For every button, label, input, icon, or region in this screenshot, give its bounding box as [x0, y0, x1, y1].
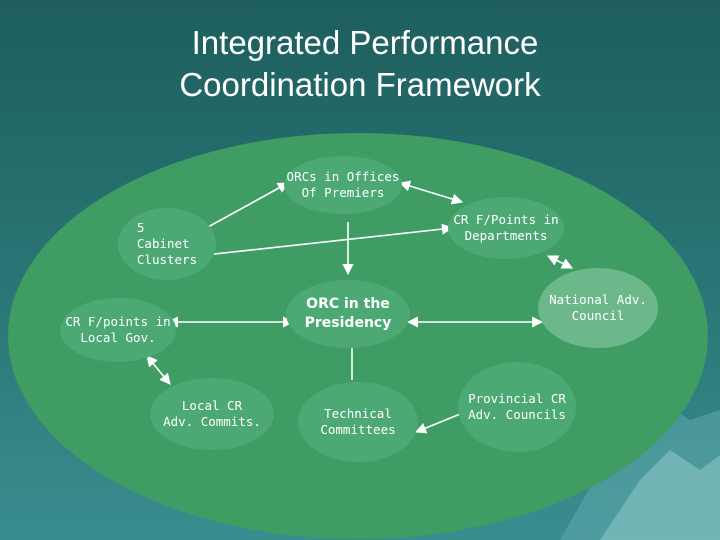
node-label: 5	[136, 220, 145, 235]
node-label: Cabinet	[136, 236, 190, 251]
node-label: Clusters	[136, 252, 198, 267]
node-label: Adv. Councils	[468, 407, 566, 422]
title-line-1: Integrated Performance	[191, 24, 539, 61]
link-departments-clusters	[194, 223, 454, 261]
node-label: Committees	[320, 422, 396, 437]
node-label: Of Premiers	[301, 185, 385, 200]
link-orcs-departments	[398, 180, 464, 205]
node-label: Departments	[464, 228, 548, 243]
node-national-adv-council[interactable]: National Adv.Council	[538, 268, 658, 348]
node-label: CR F/Points in	[453, 212, 559, 227]
node-label: Local CR	[181, 398, 243, 413]
node-label: CR F/points in	[65, 314, 171, 329]
node-label: Local Gov.	[80, 330, 156, 345]
node-label: ORCs in Offices	[286, 169, 400, 184]
node-label: Technical	[324, 406, 392, 421]
link-localgov-localcr	[146, 355, 171, 385]
node-label: National Adv.	[549, 292, 647, 307]
node-label: Provincial CR	[468, 391, 566, 406]
node-label: Presidency	[304, 315, 392, 331]
node-label: Adv. Commits.	[163, 414, 261, 429]
title-line-2: Coordination Framework	[179, 66, 541, 103]
link-departments-national	[546, 255, 574, 269]
node-label: Council	[571, 308, 625, 323]
slide-title: Integrated Performance Coordination Fram…	[0, 22, 720, 106]
node-label: ORC in the	[306, 296, 390, 312]
